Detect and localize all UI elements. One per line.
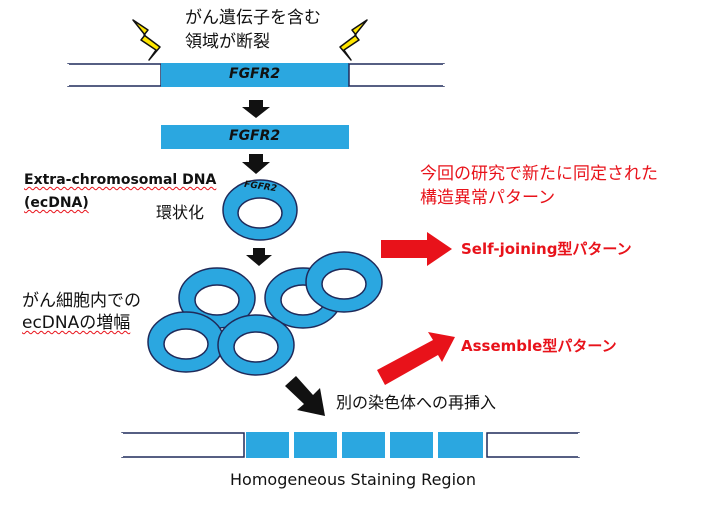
lightning-bolt-right-icon [339,19,368,61]
lightning-bolt-left-icon [132,19,161,61]
ecdna-title-line1: Extra-chromosomal DNA [24,172,216,189]
ecdna-title-line2-text: (ecDNA) [24,195,89,211]
reinsertion-arrow-icon [285,376,325,416]
down-arrow-1-icon [242,100,270,118]
region-label: Homogeneous Staining Region [230,470,476,489]
chromosome-hsr [121,432,580,458]
excised-fgfr2-segment [161,125,349,149]
study-note-line1: 今回の研究で新たに同定された [420,164,658,184]
gene-label-excised: FGFR2 [229,128,281,144]
amplification-label-line2: ecDNAの増幅 [22,313,130,333]
gene-label-top: FGFR2 [229,66,281,82]
break-note-line2: 領域が断裂 [185,32,270,52]
pattern-self-joining-label: Self-joining型パターン [461,240,632,258]
amplified-ecdna-rings [147,251,383,376]
amplification-label-line1: がん細胞内での [22,291,141,311]
ecdna-ring [222,179,298,241]
ecdna-title-line2: (ecDNA) [24,195,89,212]
red-arrow-assemble-icon [377,332,455,385]
down-arrow-3-icon [246,248,272,266]
amplification-label-line2-text: ecDNAの増幅 [22,313,131,333]
study-note-line2: 構造異常パターン [420,188,556,208]
break-note-line1: がん遺伝子を含む [185,8,321,28]
chromosome-original [67,63,445,87]
down-arrow-2-icon [242,154,270,174]
reinsertion-label: 別の染色体への再挿入 [336,393,497,412]
circularization-label: 環状化 [156,203,205,222]
red-arrow-self-joining-icon [381,232,452,266]
ecdna-title-line1-text: Extra-chromosomal DNA [24,172,217,188]
pattern-assemble-label: Assemble型パターン [461,337,617,355]
